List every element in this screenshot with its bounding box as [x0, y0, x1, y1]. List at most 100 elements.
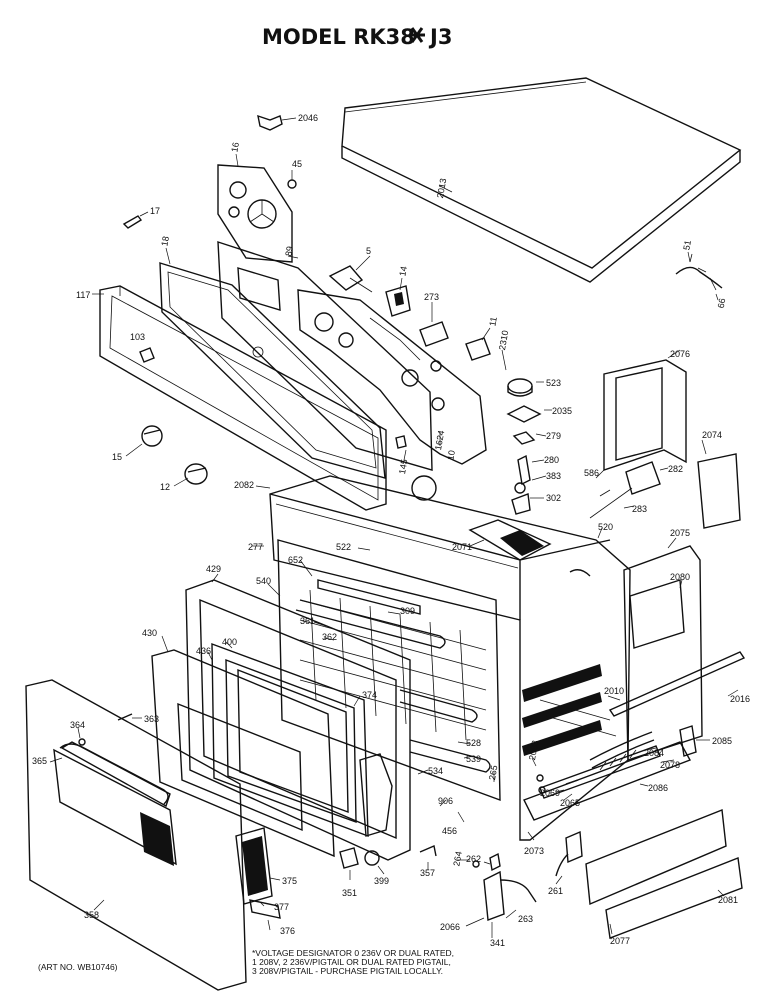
label-66: 66: [716, 297, 728, 309]
label-16: 16: [229, 141, 241, 153]
switch-assembly: [328, 265, 373, 293]
label-436: 436: [196, 646, 211, 656]
label-117: 117: [76, 290, 90, 300]
label-540: 540: [256, 576, 271, 586]
label-906: 906: [438, 796, 453, 806]
control-bracket: [217, 164, 293, 263]
screw-364: [78, 738, 86, 746]
kick-panel-2081: [605, 857, 743, 939]
label-89: 89: [283, 245, 295, 257]
label-400: 400: [222, 637, 237, 647]
label-263: 263: [518, 914, 533, 924]
label-264: 264: [451, 850, 463, 867]
broil-element-528: [399, 689, 491, 773]
label-103: 103: [130, 332, 145, 342]
label-539: 539: [466, 754, 481, 764]
label-456: 456: [442, 826, 457, 836]
label-365: 365: [32, 756, 47, 766]
label-430: 430: [142, 628, 157, 638]
label-534: 534: [428, 766, 443, 776]
label-2083: 2083: [527, 739, 540, 760]
knob-15: [141, 425, 163, 447]
bracket-261: [555, 830, 583, 877]
label-279: 279: [546, 431, 561, 441]
side-panel-2075: [623, 545, 703, 761]
diagram-title-suffix: J3: [428, 25, 452, 49]
label-2074: 2074: [702, 430, 722, 440]
label-358: 358: [84, 910, 99, 920]
label-586: 586: [584, 468, 599, 478]
label-309: 309: [400, 606, 415, 616]
burner-bracket-2066: [472, 852, 537, 921]
label-273: 273: [424, 292, 439, 302]
label-374: 374: [362, 690, 377, 700]
label-2010: 2010: [604, 686, 624, 696]
label-265: 265: [487, 764, 499, 781]
insulation-strips: [522, 664, 617, 756]
label-17: 17: [150, 206, 160, 216]
label-145: 145: [397, 458, 409, 475]
label-520: 520: [598, 522, 613, 532]
label-51: 51: [681, 239, 693, 251]
part-labels: 2046 16 45 2013 17 18 89 5 14 51 66 117 …: [32, 113, 750, 948]
bracket-2080: [539, 745, 661, 799]
label-2073: 2073: [524, 846, 544, 856]
label-399: 399: [374, 876, 389, 886]
wire-harness-51: [675, 253, 723, 291]
console-bracket-89: [217, 241, 433, 471]
label-383: 383: [546, 471, 561, 481]
switch-11: [465, 337, 491, 361]
terminal-block-282: [589, 461, 661, 519]
hinge-parts-bottom: [339, 845, 437, 869]
front-frame-117: [99, 285, 387, 511]
label-377: 377: [274, 902, 289, 912]
label-522: 522: [336, 542, 351, 552]
label-2016: 2016: [730, 694, 750, 704]
label-2084: 2084: [644, 748, 664, 758]
door-liner-429: [185, 579, 411, 861]
label-1624: 1624: [433, 429, 446, 450]
label-652: 652: [288, 555, 303, 565]
relay-14: [385, 285, 411, 317]
voltage-notes: *VOLTAGE DESIGNATOR 0 236V OR DUAL RATED…: [252, 948, 454, 976]
label-2076: 2076: [670, 349, 690, 359]
art-number: (ART NO. WB10746): [38, 962, 118, 972]
label-2080: 2080: [670, 572, 690, 582]
oven-body-520: [269, 475, 631, 841]
label-2065: 2065: [560, 798, 580, 808]
panel-gasket: [159, 262, 386, 479]
label-282: 282: [668, 464, 683, 474]
label-2310: 2310: [497, 329, 510, 350]
label-2081: 2081: [718, 895, 738, 905]
bottom-bracket-2078: [523, 731, 692, 821]
knob-12: [184, 463, 208, 485]
screw-363: [117, 713, 133, 721]
oven-interior: [277, 539, 501, 802]
small-bracket-145: [395, 435, 407, 449]
screws-2083: [536, 774, 579, 794]
hinge-arm-456: [359, 753, 393, 837]
label-2035: 2035: [552, 406, 572, 416]
label-262: 262: [466, 854, 481, 864]
label-277: 277: [248, 542, 263, 552]
clip-part: [257, 114, 283, 131]
label-376: 376: [280, 926, 295, 936]
label-351: 351: [342, 888, 357, 898]
label-283: 283: [632, 504, 647, 514]
cover-plate-2074: [697, 453, 741, 529]
label-364: 364: [70, 720, 85, 730]
voltage-note-line-1: *VOLTAGE DESIGNATOR 0 236V OR DUAL RATED…: [252, 948, 454, 958]
leader-lines: [49, 117, 739, 938]
label-2078: 2078: [660, 760, 680, 770]
label-523: 523: [546, 378, 561, 388]
label-2077: 2077: [610, 936, 630, 946]
label-12: 12: [160, 482, 170, 492]
door-inner-400: [211, 642, 369, 838]
door-panel-430: [151, 649, 335, 858]
label-261: 261: [548, 886, 563, 896]
label-11: 11: [487, 316, 498, 327]
label-528: 528: [466, 738, 481, 748]
label-2069: 2069: [540, 788, 560, 798]
window-375: [235, 827, 273, 905]
